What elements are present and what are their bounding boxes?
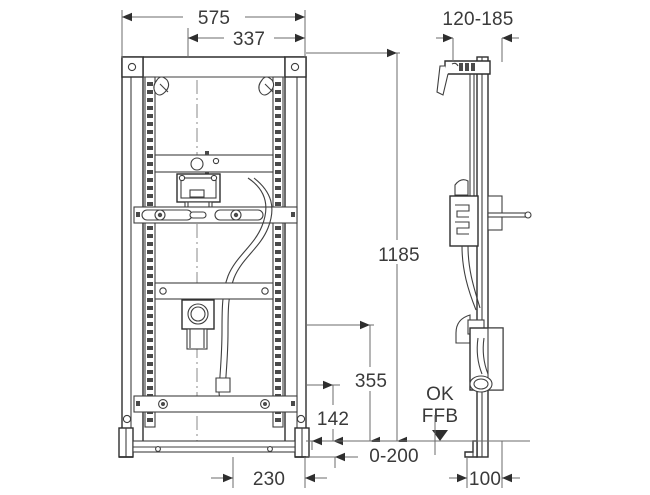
dim-label-inner-width: 337	[233, 29, 265, 50]
frame-uprights	[121, 56, 307, 450]
mid-cross-rail-upper	[133, 206, 298, 224]
dim-label-foot-offset: 230	[253, 469, 285, 490]
dim-label-overall-height: 1185	[378, 245, 420, 266]
side-base-foot	[464, 440, 478, 458]
mid-cross-rail-lower	[154, 282, 274, 300]
dim-label-floor-range: 0-200	[369, 446, 419, 467]
drain-connector	[181, 299, 215, 350]
side-cistern-body	[449, 179, 532, 247]
upper-cross-rail	[154, 151, 274, 176]
flush-actuator-unit	[176, 173, 221, 212]
dim-label-side-base: 100	[469, 469, 501, 490]
perforated-rails	[144, 76, 284, 428]
frame-top-member	[143, 56, 285, 78]
floor-level-marker-icon	[432, 430, 448, 441]
side-elevation-view	[436, 56, 532, 458]
cistern-panel-edge	[232, 285, 274, 400]
bottom-cross-rail	[133, 395, 298, 413]
dim-label-side-depth: 120-185	[442, 9, 513, 30]
side-lower-pipes	[461, 245, 481, 311]
front-elevation-view	[118, 56, 310, 458]
side-outlet-assembly	[455, 314, 504, 393]
upright-foot-holes	[122, 414, 306, 424]
dimension-annotations: 575 337 120-185 1185 355	[121, 6, 530, 490]
dim-label-mid-height: 355	[355, 371, 387, 392]
supply-hose	[218, 177, 273, 393]
label-ffb: FFB	[422, 406, 459, 427]
label-ok: OK	[426, 384, 454, 405]
dim-label-low-height: 142	[317, 409, 349, 430]
frame-top-corner-plates	[121, 56, 307, 78]
side-wall-bracket	[436, 60, 491, 96]
dim-label-overall-width: 575	[198, 8, 230, 29]
perforation-holes-left	[147, 82, 153, 422]
adjustable-feet-base	[118, 427, 310, 458]
wall-mounting-brackets	[153, 76, 275, 96]
perforation-holes-right	[275, 82, 281, 422]
